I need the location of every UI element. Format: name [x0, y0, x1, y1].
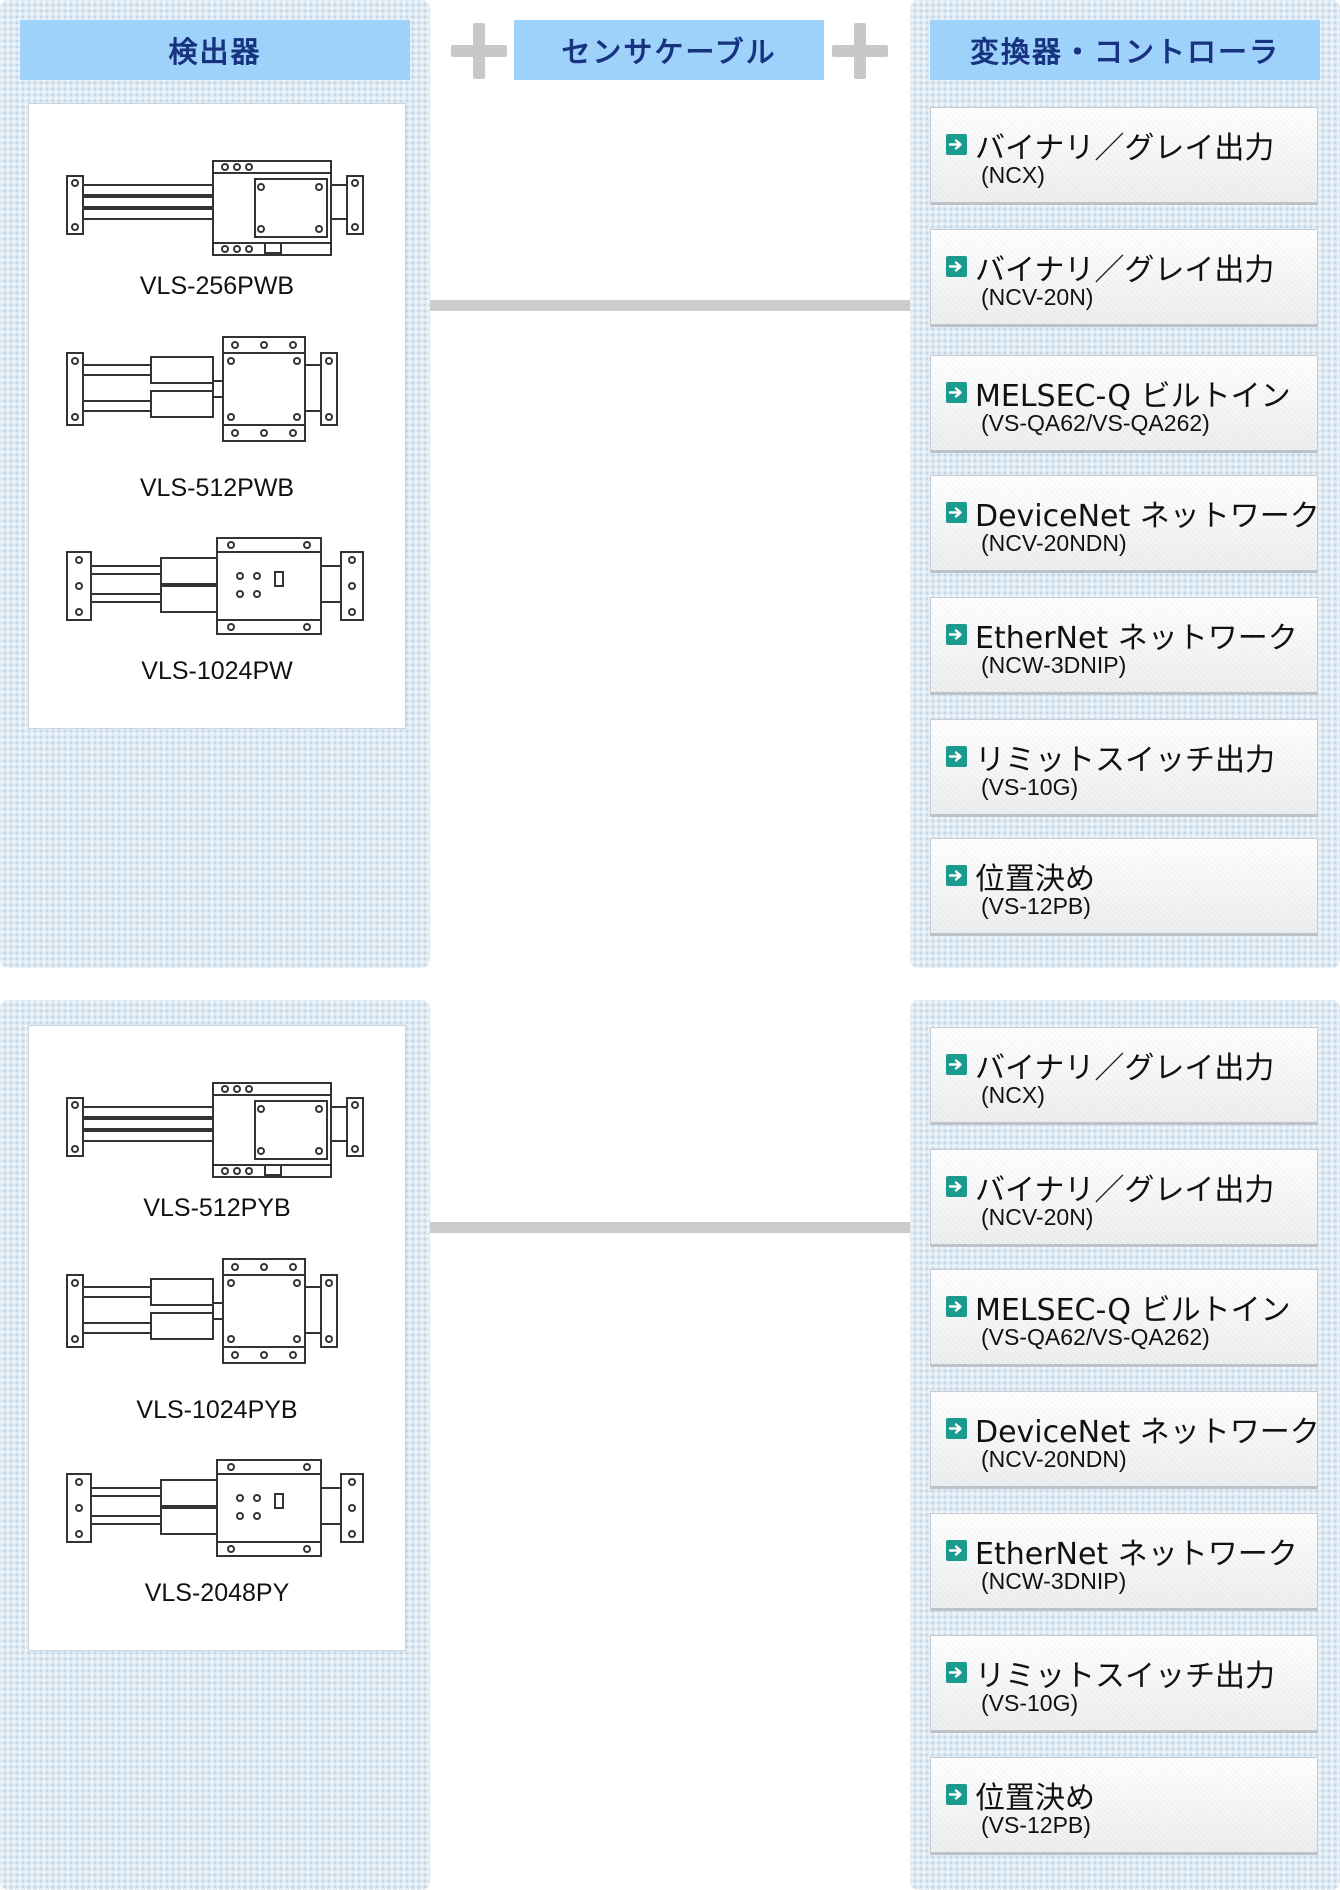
arrow-right-icon [946, 1418, 967, 1439]
detector-label: VLS-512PYB [143, 1194, 291, 1222]
controller-title: リミットスイッチ出力 [975, 743, 1275, 778]
controller-link-binary-gray-ncv-20n[interactable]: バイナリ／グレイ出力 (NCV-20N) [930, 1149, 1318, 1247]
controller-title: 位置決め [975, 862, 1095, 897]
linear-sensor-type-b-icon [65, 1250, 365, 1374]
detector-label: VLS-1024PW [141, 657, 293, 685]
controller-title: バイナリ／グレイ出力 [975, 1051, 1275, 1086]
linear-sensor-type-a-icon [65, 159, 365, 259]
controller-model: (VS-10G) [981, 774, 1079, 800]
header-sensor-cable: センサケーブル [514, 20, 824, 80]
controller-model: (VS-10G) [981, 1690, 1079, 1716]
controller-title: DeviceNet ネットワーク [975, 1415, 1320, 1450]
controller-title: バイナリ／グレイ出力 [975, 1173, 1275, 1208]
controller-link-melsec-q[interactable]: MELSEC-Q ビルトイン (VS-QA62/VS-QA262) [930, 1269, 1318, 1367]
controller-title: EtherNet ネットワーク [975, 621, 1298, 656]
arrow-right-icon [946, 382, 967, 403]
plus-icon [832, 23, 888, 79]
controller-model: (NCX) [981, 1082, 1045, 1108]
linear-sensor-type-a-icon [65, 1081, 365, 1181]
arrow-right-icon [946, 256, 967, 277]
controller-model: (NCV-20NDN) [981, 530, 1127, 556]
linear-sensor-type-c-icon [65, 1458, 365, 1558]
cable-connector-group-1 [430, 300, 910, 311]
controller-link-limit-switch[interactable]: リミットスイッチ出力 (VS-10G) [930, 719, 1318, 817]
arrow-right-icon [946, 624, 967, 645]
header-detector: 検出器 [20, 20, 410, 80]
controller-title: リミットスイッチ出力 [975, 1659, 1275, 1694]
header-controller: 変換器・コントローラ [930, 20, 1320, 80]
controller-title: バイナリ／グレイ出力 [975, 253, 1275, 288]
controller-title: DeviceNet ネットワーク [975, 499, 1320, 534]
controller-title: MELSEC-Q ビルトイン [975, 1293, 1291, 1328]
controller-link-positioning[interactable]: 位置決め (VS-12PB) [930, 1757, 1318, 1855]
controller-link-binary-gray-ncx[interactable]: バイナリ／グレイ出力 (NCX) [930, 1027, 1318, 1125]
arrow-right-icon [946, 1176, 967, 1197]
controller-link-positioning[interactable]: 位置決め (VS-12PB) [930, 838, 1318, 936]
arrow-right-icon [946, 1784, 967, 1805]
detector-label: VLS-2048PY [144, 1579, 290, 1607]
controller-link-binary-gray-ncx[interactable]: バイナリ／グレイ出力 (NCX) [930, 107, 1318, 205]
controller-model: (NCW-3DNIP) [981, 1568, 1127, 1594]
controller-title: 位置決め [975, 1781, 1095, 1816]
controller-model: (NCV-20N) [981, 284, 1094, 310]
controller-title: EtherNet ネットワーク [975, 1537, 1298, 1572]
controller-model: (VS-QA62/VS-QA262) [981, 1324, 1210, 1350]
detector-label: VLS-512PWB [139, 474, 295, 502]
arrow-right-icon [946, 1540, 967, 1561]
controller-link-devicenet[interactable]: DeviceNet ネットワーク (NCV-20NDN) [930, 1391, 1320, 1489]
controller-model: (VS-12PB) [981, 1812, 1091, 1838]
cable-connector-group-2 [430, 1222, 910, 1233]
linear-sensor-type-c-icon [65, 536, 365, 636]
controller-link-devicenet[interactable]: DeviceNet ネットワーク (NCV-20NDN) [930, 475, 1320, 573]
controller-model: (NCV-20NDN) [981, 1446, 1127, 1472]
linear-sensor-type-b-icon [65, 328, 365, 452]
arrow-right-icon [946, 1054, 967, 1075]
detector-list-group-1: VLS-256PWB VLS-512PWB VLS-1024PW [28, 103, 406, 729]
controller-title: バイナリ／グレイ出力 [975, 131, 1275, 166]
controller-model: (NCX) [981, 162, 1045, 188]
detector-list-group-2: VLS-512PYB VLS-1024PYB VLS-2048PY [28, 1025, 406, 1651]
arrow-right-icon [946, 134, 967, 155]
controller-title: MELSEC-Q ビルトイン [975, 379, 1291, 414]
controller-link-ethernet[interactable]: EtherNet ネットワーク (NCW-3DNIP) [930, 1513, 1318, 1611]
controller-link-ethernet[interactable]: EtherNet ネットワーク (NCW-3DNIP) [930, 597, 1318, 695]
detector-label: VLS-1024PYB [136, 1396, 298, 1424]
controller-model: (NCV-20N) [981, 1204, 1094, 1230]
arrow-right-icon [946, 502, 967, 523]
plus-icon [451, 23, 507, 79]
arrow-right-icon [946, 865, 967, 886]
controller-link-limit-switch[interactable]: リミットスイッチ出力 (VS-10G) [930, 1635, 1318, 1733]
controller-link-melsec-q[interactable]: MELSEC-Q ビルトイン (VS-QA62/VS-QA262) [930, 355, 1318, 453]
detector-label: VLS-256PWB [139, 272, 295, 300]
controller-link-binary-gray-ncv-20n[interactable]: バイナリ／グレイ出力 (NCV-20N) [930, 229, 1318, 327]
controller-model: (VS-12PB) [981, 893, 1091, 919]
controller-model: (VS-QA62/VS-QA262) [981, 410, 1210, 436]
arrow-right-icon [946, 746, 967, 767]
controller-model: (NCW-3DNIP) [981, 652, 1127, 678]
arrow-right-icon [946, 1662, 967, 1683]
arrow-right-icon [946, 1296, 967, 1317]
